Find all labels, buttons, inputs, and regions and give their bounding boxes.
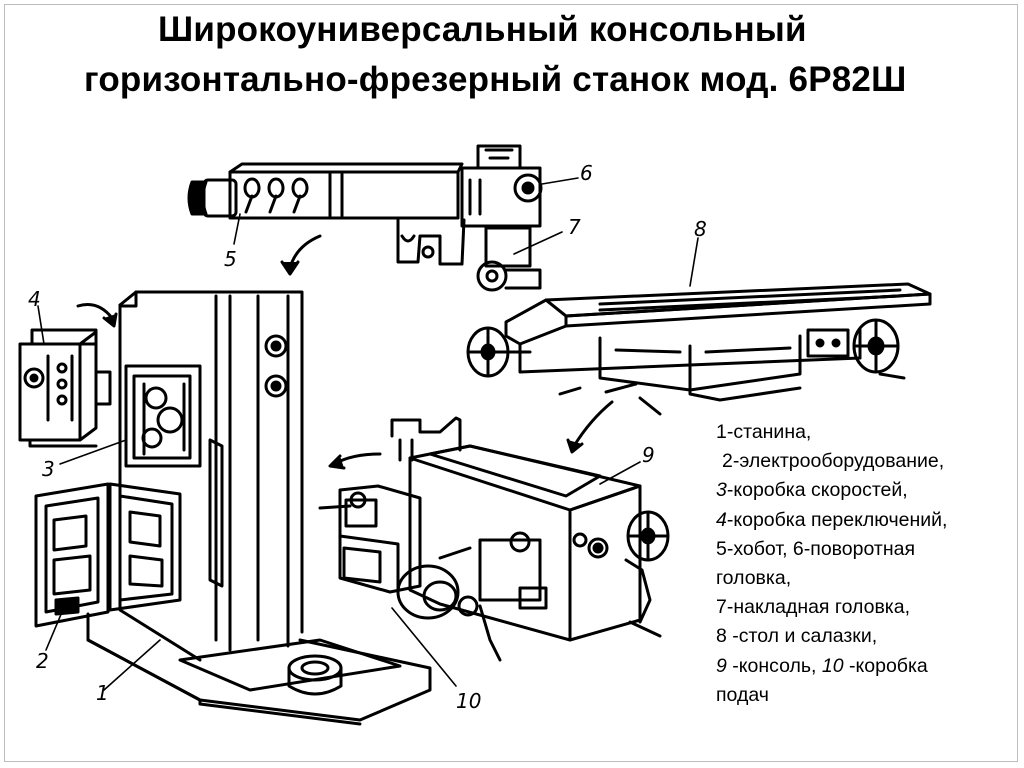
assembly-arrows — [76, 234, 614, 470]
legend-item: 8 -стол и салазки, — [716, 625, 878, 648]
legend-item: 2-электрооборудование, — [722, 450, 945, 473]
callout-9: 9 — [642, 443, 655, 467]
title-line-1: Широкоуниверсальный консольный — [158, 10, 807, 49]
leader-lines — [37, 177, 699, 691]
rotary-head-part — [460, 144, 543, 228]
overarm-part — [187, 162, 466, 266]
legend-item: головка, — [716, 567, 792, 590]
speed-box-part — [124, 364, 202, 468]
legend-item: подач — [716, 683, 769, 706]
callout-6: 6 — [580, 161, 593, 185]
legend-item: 1-станина, — [716, 421, 812, 443]
slide-frame — [4, 4, 1018, 762]
electrical-cabinet-part — [34, 482, 182, 628]
feed-box-part — [318, 484, 502, 662]
legend-item: 4-коробка переключений, — [716, 508, 948, 531]
overhead-attachment-part — [476, 226, 542, 292]
legend: 1-станина, 2-электрооборудование, 3-коро… — [716, 418, 947, 710]
callout-8: 8 — [694, 217, 707, 241]
callout-3: 3 — [42, 457, 55, 481]
callout-labels: 1 2 3 4 5 6 7 8 9 10 — [28, 161, 707, 713]
callout-7: 7 — [568, 215, 581, 239]
legend-item: 7-накладная головка, — [716, 596, 911, 619]
legend-item: 3-коробка скоростей, — [716, 479, 908, 502]
callout-4: 4 — [28, 287, 41, 311]
callout-1: 1 — [96, 681, 109, 705]
legend-item: 5-хобот, 6-поворотная — [716, 537, 916, 560]
callout-5: 5 — [224, 247, 237, 271]
legend-item: 9 -консоль, 10 -коробка — [716, 654, 928, 677]
switch-box-part — [18, 328, 112, 448]
table-part — [466, 282, 932, 416]
callout-2: 2 — [36, 649, 49, 673]
callout-10: 10 — [456, 689, 481, 713]
knee-part — [390, 416, 670, 642]
title-line-2: горизонтально-фрезерный станок мод. 6Р82… — [84, 60, 907, 99]
